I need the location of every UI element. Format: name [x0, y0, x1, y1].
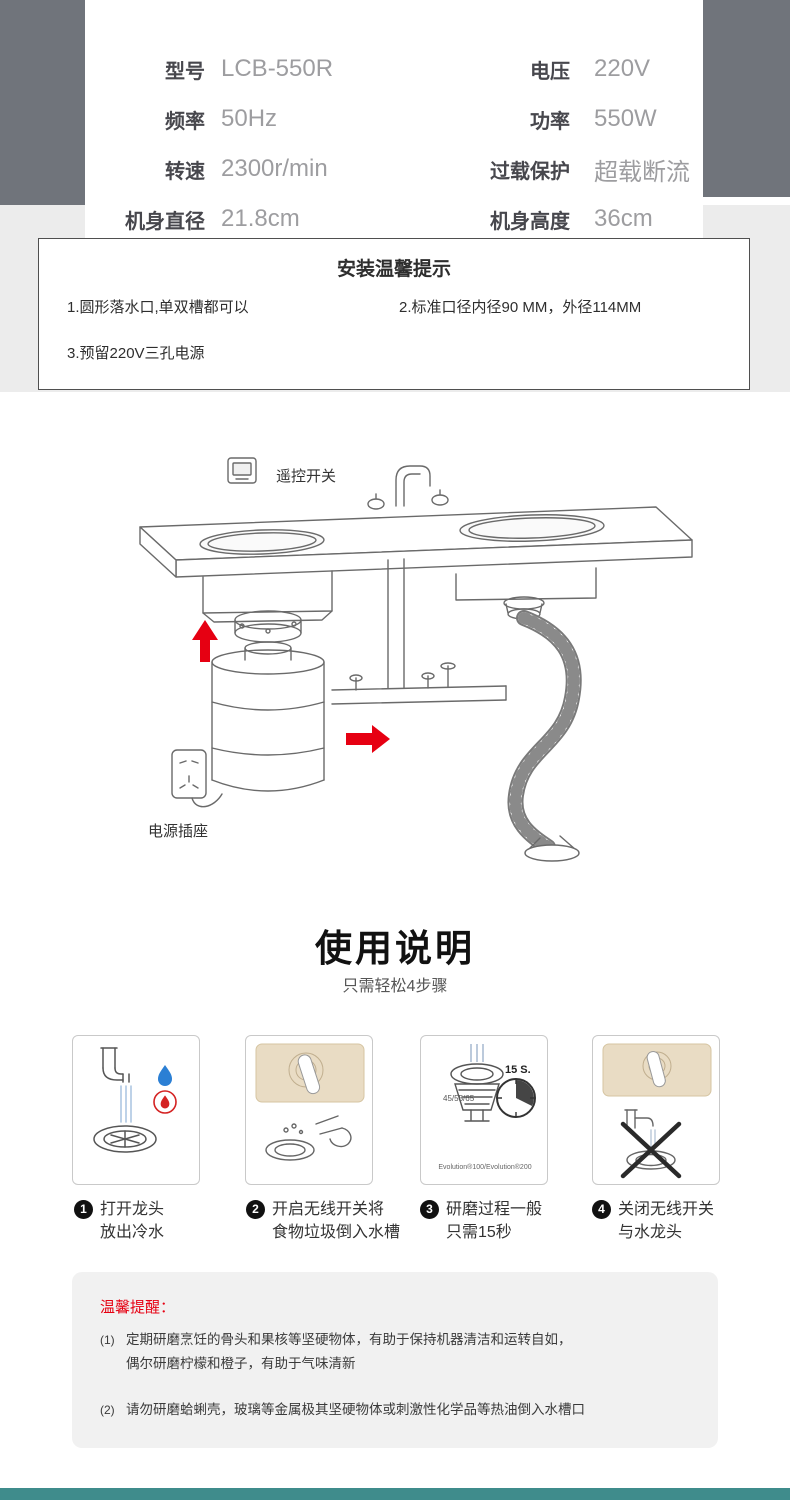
footer-teal-bar — [0, 1488, 790, 1500]
spec-value: LCB-550R — [221, 55, 334, 82]
install-tip-item: 2.标准口径内径90 MM，外径114MM — [399, 299, 642, 316]
spec-value: 36cm — [594, 205, 653, 232]
spec-value: 21.8cm — [221, 205, 300, 232]
red-drop-icon — [160, 1095, 170, 1109]
spec-label: 转速 — [165, 160, 205, 183]
step-card-3: 15 S. 45/55/65 Evolution®100/Evolution®2… — [420, 1035, 548, 1185]
cross-out-icon — [620, 1121, 682, 1179]
usage-subtitle: 只需轻松4步骤 — [342, 978, 448, 995]
usage-title: 使用说明 — [315, 928, 475, 969]
step-caption-2: 2 开启无线开关将 食物垃圾倒入水槽 — [246, 1198, 426, 1244]
step-caption-line: 研磨过程一般 — [446, 1201, 543, 1218]
model-sizes-label: 45/55/65 — [443, 1094, 475, 1103]
step-caption-line: 开启无线开关将 — [272, 1201, 385, 1218]
reminder-item-number: (1) — [100, 1333, 115, 1347]
reminder-item-number: (2) — [100, 1403, 115, 1417]
installation-diagram — [139, 457, 693, 862]
spec-section: 型号 LCB-550R 电压 220V 频率 50Hz 功率 550W 转速 2… — [0, 0, 790, 392]
close-switch-faucet-icon — [602, 1043, 712, 1179]
spec-value: 50Hz — [221, 105, 278, 132]
spec-row: 型号 LCB-550R 电压 220V — [85, 44, 703, 94]
install-tip-item: 1.圆形落水口,单双槽都可以 — [67, 299, 249, 316]
step-caption-1: 1 打开龙头 放出冷水 — [74, 1198, 254, 1244]
spec-row: 转速 2300r/min 过载保护 超载断流 — [85, 144, 703, 194]
spec-row: 机身直径 21.8cm 机身高度 36cm — [85, 194, 703, 244]
spec-label: 频率 — [165, 110, 205, 133]
step-caption-4: 4 关闭无线开关 与水龙头 — [592, 1198, 772, 1244]
step-caption-3: 3 研磨过程一般 只需15秒 — [420, 1198, 600, 1244]
install-tip-item: 3.预留220V三孔电源 — [67, 345, 205, 362]
spec-label: 过载保护 — [490, 160, 570, 183]
faucet — [367, 465, 449, 510]
remote-switch-icon — [227, 457, 257, 484]
step-number-badge: 3 — [420, 1200, 439, 1219]
reminder-item: (2) 请勿研磨蛤蜊壳，玻璃等金属极其坚硬物体或刺激性化学品等热油倒入水槽口 — [100, 1398, 690, 1422]
evolution-models-label: Evolution®100/Evolution®200 — [438, 1164, 532, 1171]
step-number-badge: 4 — [592, 1200, 611, 1219]
reminder-title: 温馨提醒： — [100, 1299, 176, 1316]
grind-timer-icon — [450, 1044, 536, 1122]
reminder-item-text: 定期研磨烹饪的骨头和果核等坚硬物体，有助于保持机器清洁和运转自如， 偶尔研磨柠檬… — [126, 1332, 572, 1372]
reminder-item-text: 请勿研磨蛤蜊壳，玻璃等金属极其坚硬物体或刺激性化学品等热油倒入水槽口 — [126, 1402, 585, 1417]
spec-table: 型号 LCB-550R 电压 220V 频率 50Hz 功率 550W 转速 2… — [85, 0, 703, 244]
spec-label: 电压 — [530, 60, 570, 83]
drain-pipes — [331, 558, 507, 705]
hero-dark-right-block — [703, 0, 790, 197]
press-switch-pour-icon — [255, 1043, 365, 1161]
spec-value: 超载断流 — [594, 158, 690, 186]
direction-arrows — [192, 620, 390, 753]
spec-value: 220V — [594, 55, 651, 82]
right-arrow-icon — [346, 725, 390, 753]
power-outlet — [171, 749, 223, 808]
spec-value: 550W — [594, 105, 657, 132]
install-tips-box: 安装温馨提示 1.圆形落水口,单双槽都可以 2.标准口径内径90 MM，外径11… — [38, 238, 750, 390]
spec-label: 机身高度 — [490, 210, 570, 233]
spec-panel: 型号 LCB-550R 电压 220V 频率 50Hz 功率 550W 转速 2… — [85, 0, 703, 238]
step-caption-line: 只需15秒 — [446, 1224, 512, 1241]
step-card-4 — [592, 1035, 720, 1185]
step-caption-line: 食物垃圾倒入水槽 — [272, 1224, 401, 1241]
step-caption-line: 与水龙头 — [618, 1224, 683, 1241]
disposer-unit — [211, 610, 325, 792]
step-caption-line: 放出冷水 — [100, 1224, 165, 1241]
right-sink-basin — [455, 567, 597, 620]
corrugated-hose — [507, 610, 582, 862]
spec-label: 功率 — [530, 110, 570, 133]
blue-drop-icon — [158, 1065, 172, 1086]
remote-switch-label: 遥控开关 — [276, 468, 337, 485]
spec-label: 型号 — [165, 60, 205, 83]
hero-dark-left-block — [0, 0, 85, 205]
left-sink-basin — [202, 570, 333, 623]
install-tips-title: 安装温馨提示 — [336, 259, 451, 280]
up-arrow-icon — [192, 620, 218, 662]
faucet-cold-water-icon — [93, 1047, 177, 1153]
step-number-badge: 2 — [246, 1200, 265, 1219]
step-card-1 — [72, 1035, 200, 1185]
step-number-badge: 1 — [74, 1200, 93, 1219]
step-card-2 — [245, 1035, 373, 1185]
step-caption-line: 打开龙头 — [100, 1201, 165, 1218]
countertop — [139, 506, 693, 578]
step-caption-line: 关闭无线开关 — [618, 1201, 715, 1218]
reminder-box: 温馨提醒： (1) 定期研磨烹饪的骨头和果核等坚硬物体，有助于保持机器清洁和运转… — [72, 1272, 718, 1448]
outlet-label: 电源插座 — [148, 823, 209, 840]
spec-value: 2300r/min — [221, 155, 328, 182]
reminder-item: (1) 定期研磨烹饪的骨头和果核等坚硬物体，有助于保持机器清洁和运转自如， 偶尔… — [100, 1328, 690, 1377]
timer-15s-label: 15 S. — [505, 1064, 531, 1076]
spec-row: 频率 50Hz 功率 550W — [85, 94, 703, 144]
spec-label: 机身直径 — [125, 210, 205, 233]
